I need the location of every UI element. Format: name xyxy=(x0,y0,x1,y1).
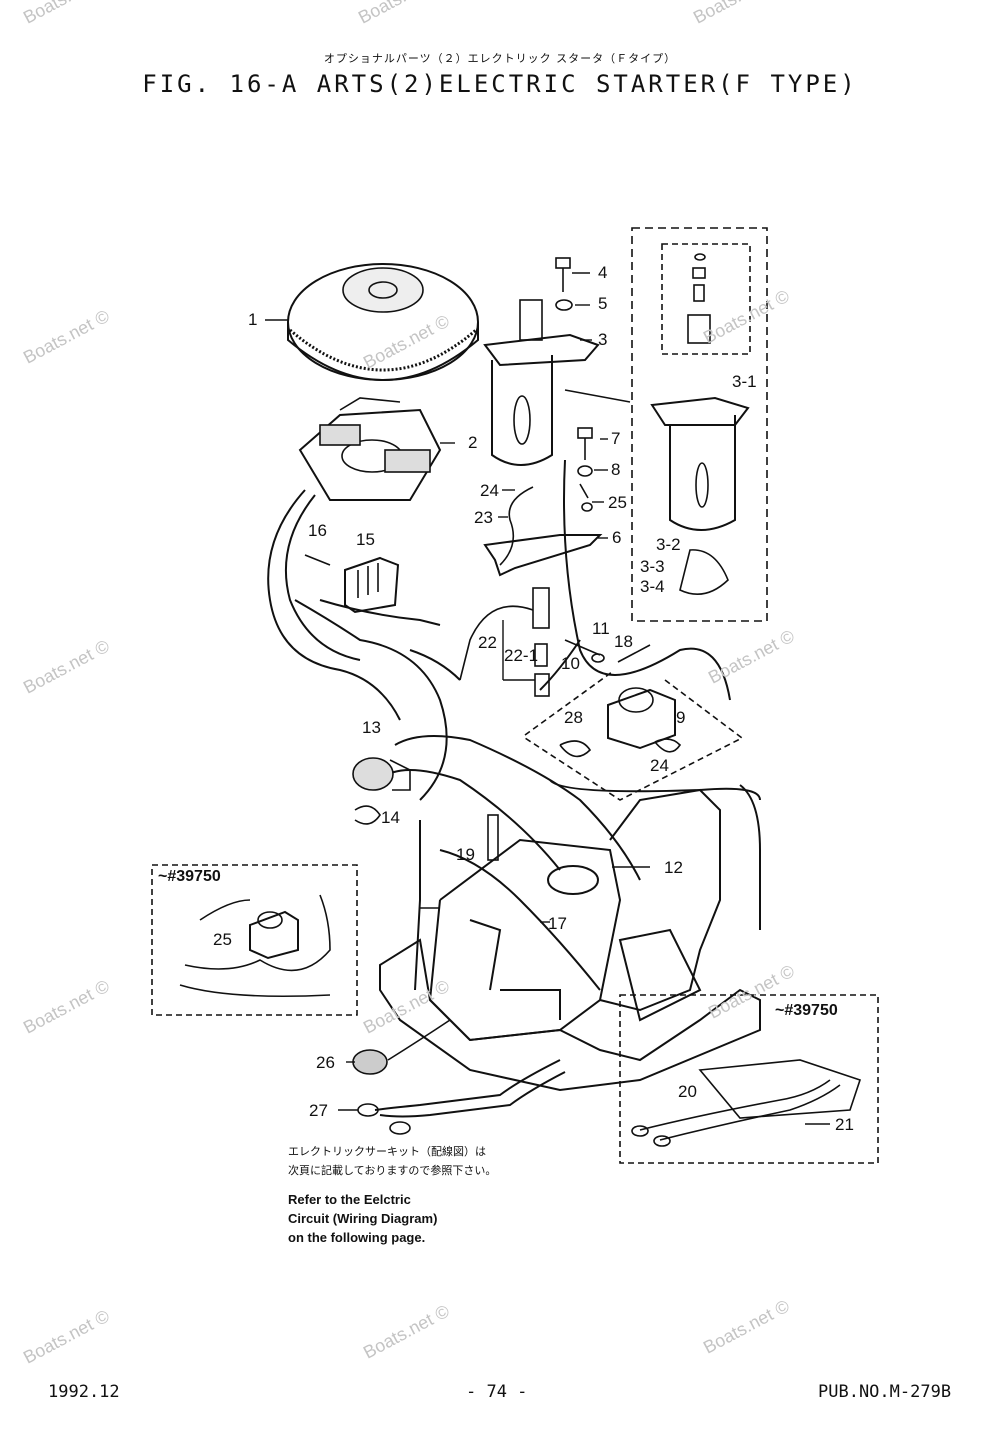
callout-12: 12 xyxy=(664,858,683,877)
callout-16: 16 xyxy=(308,521,327,540)
callout-11: 11 xyxy=(592,619,610,638)
callout-22-1: 22-1 xyxy=(504,646,539,665)
callout-17: 17 xyxy=(548,914,567,933)
callout-14: 14 xyxy=(381,808,400,827)
note-jp-line2: 次頁に記載しておりますので参照下さい。 xyxy=(288,1164,497,1177)
callout-24-lower: 24 xyxy=(650,756,669,775)
bolt-part xyxy=(555,257,573,311)
exploded-view-frame xyxy=(631,227,768,622)
callout-4: 4 xyxy=(598,263,608,282)
callout-15: 15 xyxy=(356,530,375,549)
right-inset-cables xyxy=(631,1059,862,1147)
callout-3-4: 3-4 xyxy=(640,577,665,596)
callout-2: 2 xyxy=(468,433,478,452)
note-en-line1: Refer to the Eelctric xyxy=(288,1192,411,1207)
callout-20: 20 xyxy=(678,1082,697,1101)
figure-title: FIG. 16-A ARTS(2)ELECTRIC STARTER(F TYPE… xyxy=(142,70,858,98)
callout-21: 21 xyxy=(835,1115,854,1134)
callout-19: 19 xyxy=(456,845,475,864)
cable-28-part xyxy=(559,740,592,758)
bolt-7-part xyxy=(577,427,593,512)
starter-motor-part xyxy=(483,299,600,466)
grommet-part xyxy=(352,1019,451,1075)
exploded-arrow xyxy=(564,389,631,403)
callout-27: 27 xyxy=(309,1101,328,1120)
callout-24: 24 xyxy=(480,481,499,500)
callout-10: 10 xyxy=(561,654,580,673)
relay-part xyxy=(564,639,676,750)
note-en-line3: on the following page. xyxy=(288,1230,426,1245)
callout-1: 1 xyxy=(248,310,258,329)
callout-9: 9 xyxy=(676,708,686,727)
callout-18: 18 xyxy=(614,632,633,651)
starter-exploded-part xyxy=(650,243,751,596)
pin-19-part xyxy=(487,814,499,861)
callout-3-2: 3-2 xyxy=(656,535,681,554)
cable-22-part xyxy=(459,587,550,697)
left-inset-frame xyxy=(151,864,358,1016)
callout-7: 7 xyxy=(611,429,621,448)
wire-harness xyxy=(267,459,761,1118)
footer-publication-number: PUB.NO.M-279B xyxy=(818,1382,952,1402)
callout-22: 22 xyxy=(478,633,497,652)
right-inset-frame xyxy=(619,994,879,1164)
callout-3-3: 3-3 xyxy=(640,557,665,576)
callout-3-1: 3-1 xyxy=(732,372,757,391)
relay-frame xyxy=(524,671,744,801)
callout-6: 6 xyxy=(612,528,622,547)
callout-28: 28 xyxy=(564,708,583,727)
callout-25-inset: 25 xyxy=(213,930,232,949)
note-jp-line1: エレクトリックサーキット（配線図）は xyxy=(288,1145,486,1158)
footer-page-number: - 74 - xyxy=(466,1382,528,1402)
japanese-title: オプショナルパーツ（２）エレクトリック スタータ（Ｆタイプ） xyxy=(323,52,677,65)
leader-lines xyxy=(265,272,830,1125)
callout-5: 5 xyxy=(598,294,608,313)
footer-date: 1992.12 xyxy=(48,1382,120,1402)
key-switch-part xyxy=(352,757,411,825)
cable-24b-part xyxy=(654,738,682,753)
note-en-line2: Circuit (Wiring Diagram) xyxy=(288,1211,438,1226)
callout-25: 25 xyxy=(608,493,627,512)
flywheel-part xyxy=(287,263,479,381)
callout-26: 26 xyxy=(316,1053,335,1072)
serial-note-left: ~#39750 xyxy=(158,868,221,885)
callout-23: 23 xyxy=(474,508,493,527)
wiring-note: エレクトリックサーキット（配線図）は 次頁に記載しておりますので参照下さい。 R… xyxy=(288,1142,588,1247)
callout-3: 3 xyxy=(598,330,608,349)
rectifier-part xyxy=(304,554,400,614)
serial-note-right: ~#39750 xyxy=(775,1002,838,1019)
left-inset-relay xyxy=(179,894,331,998)
engine-block-part xyxy=(379,788,761,1092)
cable-23 xyxy=(499,486,534,566)
callout-13: 13 xyxy=(362,718,381,737)
callout-8: 8 xyxy=(611,460,621,479)
bracket-part xyxy=(483,534,603,577)
stator-part xyxy=(298,397,442,501)
